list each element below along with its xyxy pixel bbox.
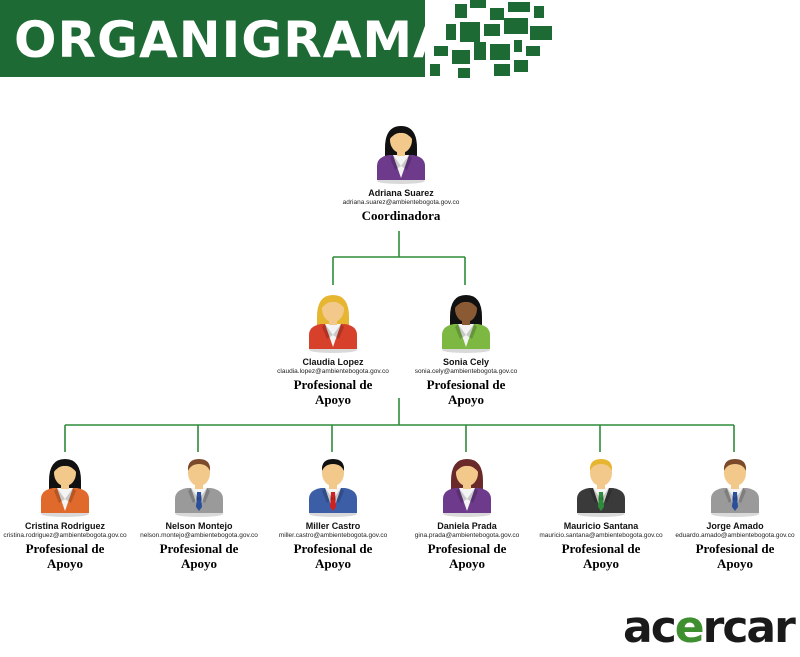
person-avatar-icon: [521, 451, 681, 517]
person-email: miller.castro@ambientebogota.gov.co: [278, 532, 388, 539]
org-node-team-member: Daniela Prada gina.prada@ambientebogota.…: [387, 451, 547, 571]
person-role: Profesional de Apoyo: [561, 541, 641, 571]
person-role: Profesional de Apoyo: [159, 541, 239, 571]
person-role: Profesional de Apoyo: [427, 541, 507, 571]
person-role: Profesional de Apoyo: [25, 541, 105, 571]
person-name: Mauricio Santana: [563, 521, 639, 531]
person-avatar-icon: [253, 451, 413, 517]
org-node-support: Sonia Cely sonia.cely@ambientebogota.gov…: [386, 287, 546, 407]
person-role: Profesional de Apoyo: [695, 541, 775, 571]
person-avatar-icon: [0, 451, 145, 517]
header-mosaic-decoration: [410, 0, 560, 80]
person-email: adriana.suarez@ambientebogota.gov.co: [342, 199, 460, 206]
person-role: Profesional de Apoyo: [293, 541, 373, 571]
person-name: Miller Castro: [305, 521, 361, 531]
person-avatar-icon: [387, 451, 547, 517]
person-avatar-icon: [321, 118, 481, 184]
person-email: cristina.rodriguez@ambientebogota.gov.co: [3, 532, 127, 539]
person-name: Claudia Lopez: [302, 357, 364, 367]
person-avatar-icon: [386, 287, 546, 353]
org-node-team-member: Nelson Montejo nelson.montejo@ambientebo…: [119, 451, 279, 571]
header-banner: ORGANIGRAMA: [0, 0, 452, 77]
org-node-coordinator: Adriana Suarez adriana.suarez@ambientebo…: [321, 118, 481, 223]
person-avatar-icon: [655, 451, 800, 517]
org-node-team-member: Jorge Amado eduardo.amado@ambientebogota…: [655, 451, 800, 571]
person-avatar-icon: [253, 287, 413, 353]
org-node-team-member: Mauricio Santana mauricio.santana@ambien…: [521, 451, 681, 571]
logo-text-end: rcar: [702, 602, 796, 653]
page-title: ORGANIGRAMA: [14, 11, 453, 69]
person-name: Cristina Rodriguez: [24, 521, 105, 531]
person-name: Nelson Montejo: [165, 521, 233, 531]
acercar-logo: acercar: [623, 602, 796, 653]
person-email: gina.prada@ambientebogota.gov.co: [414, 532, 520, 539]
person-name: Jorge Amado: [706, 521, 764, 531]
person-email: mauricio.santana@ambientebogota.gov.co: [539, 532, 663, 539]
person-name: Sonia Cely: [442, 357, 489, 367]
org-node-team-member: Cristina Rodriguez cristina.rodriguez@am…: [0, 451, 145, 571]
person-email: nelson.montejo@ambientebogota.gov.co: [140, 532, 258, 539]
person-email: claudia.lopez@ambientebogota.gov.co: [277, 368, 389, 375]
logo-text-accent: e: [674, 602, 705, 653]
person-avatar-icon: [119, 451, 279, 517]
org-node-support: Claudia Lopez claudia.lopez@ambientebogo…: [253, 287, 413, 407]
person-name: Adriana Suarez: [368, 188, 434, 198]
person-name: Daniela Prada: [437, 521, 497, 531]
person-role: Coordinadora: [361, 208, 441, 223]
person-role: Profesional de Apoyo: [293, 377, 373, 407]
org-node-team-member: Miller Castro miller.castro@ambientebogo…: [253, 451, 413, 571]
person-email: sonia.cely@ambientebogota.gov.co: [414, 368, 518, 375]
person-email: eduardo.amado@ambientebogota.gov.co: [675, 532, 795, 539]
logo-text-start: ac: [623, 602, 677, 653]
person-role: Profesional de Apoyo: [426, 377, 506, 407]
